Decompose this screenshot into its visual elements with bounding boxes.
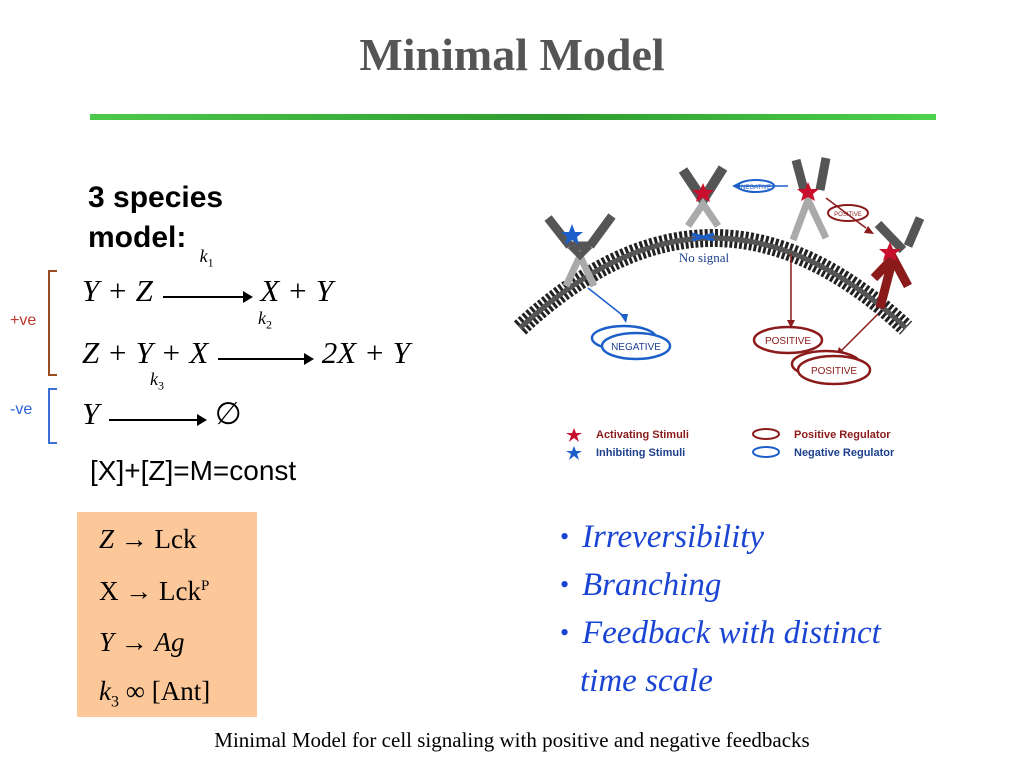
inhibiting-star-icon: [561, 224, 583, 245]
mapping-row-z: Z → Lck: [99, 524, 197, 554]
svg-text:NEGATIVE: NEGATIVE: [611, 342, 661, 353]
reaction-3-rate: k3: [150, 368, 164, 393]
activating-star-icon: [692, 183, 714, 202]
activating-star-icon: [879, 242, 901, 261]
svg-text:NEGATIVE: NEGATIVE: [741, 185, 771, 191]
species-mapping-box: Z → Lck X → LckP Y → Ag k3 ∞ [Ant]: [77, 512, 257, 717]
positive-regulator-icon: [752, 428, 780, 440]
negative-regulator-icon: [752, 446, 780, 458]
reaction-3: Y k3 ∅: [82, 369, 242, 435]
positive-regulator: POSITIVE POSITIVE: [752, 325, 872, 386]
mapping-row-y: Y → Ag: [99, 627, 185, 657]
bullet-dot-icon: •: [560, 570, 570, 599]
bullet-item: •Feedback with distinct: [560, 609, 1000, 657]
cell-membrane: [513, 229, 913, 335]
inhibiting-star-icon: [566, 446, 582, 460]
red-signal-arrow: [841, 313, 879, 351]
figure-caption: Minimal Model for cell signaling with po…: [214, 728, 810, 752]
reaction-2-rate: k2: [258, 307, 273, 332]
legend-activating: Activating Stimuli: [596, 429, 689, 441]
reaction-2: Z + Y + X k2 2X + Y: [82, 308, 410, 374]
reaction-1-rhs: X + Y: [260, 273, 334, 308]
mapping-row-x: X → LckP: [99, 576, 210, 606]
reaction-1-lhs: Y + Z: [82, 273, 153, 308]
bullet-item: •Irreversibility: [560, 513, 1000, 561]
reaction-arrow-icon: [218, 352, 315, 365]
reaction-2-rhs: 2X + Y: [321, 335, 410, 370]
receptor-blocked: [678, 165, 728, 242]
receptor-active: [870, 216, 925, 310]
blue-signal-arrow: [587, 287, 627, 319]
legend-negative-regulator: Negative Regulator: [794, 447, 895, 459]
negative-feedback-tag: NEGATIVE: [732, 179, 788, 193]
reaction-arrow-icon: [109, 413, 207, 426]
reaction-3-lhs: Y: [82, 396, 100, 431]
negative-regulator: NEGATIVE: [590, 324, 672, 361]
diagram-legend: Activating Stimuli Inhibiting Stimuli Po…: [566, 428, 895, 460]
reaction-1: Y + Z k1 X + Y: [82, 246, 334, 312]
title-underline: [90, 114, 936, 120]
svg-text:POSITIVE: POSITIVE: [765, 336, 811, 347]
reaction-3-rhs: ∅: [214, 396, 242, 431]
legend-inhibiting: Inhibiting Stimuli: [596, 447, 685, 459]
receptor-left: [544, 213, 616, 288]
positive-feedback-tag: POSITIVE: [825, 197, 874, 234]
cell-signaling-diagram: NEGATIVE POSITIVE No signal NEGATIVE POS…: [513, 157, 925, 460]
species-heading: 3 species model:: [88, 181, 224, 254]
reaction-arrow-icon: [162, 290, 253, 303]
conservation-law: [X]+[Z]=M=const: [90, 455, 297, 486]
receptor-right: [789, 157, 831, 242]
activating-star-icon: [797, 182, 819, 201]
bullet-item: •Branching: [560, 561, 1000, 609]
svg-text:POSITIVE: POSITIVE: [811, 366, 857, 377]
bullet-dot-icon: •: [560, 618, 570, 647]
reaction-1-rate: k1: [199, 245, 214, 270]
no-signal-label: No signal: [679, 250, 730, 265]
negative-feedback-bracket: [48, 388, 57, 444]
positive-feedback-bracket: [48, 270, 57, 376]
key-properties-list: •Irreversibility •Branching •Feedback wi…: [560, 513, 1000, 705]
activating-star-icon: [566, 428, 582, 442]
legend-positive-regulator: Positive Regulator: [794, 429, 891, 441]
bullet-item-continuation: time scale: [580, 663, 713, 699]
bullet-dot-icon: •: [560, 522, 570, 551]
negative-feedback-label: -ve: [10, 401, 33, 418]
slide-title: Minimal Model: [359, 29, 665, 80]
mapping-row-k3: k3 ∞ [Ant]: [99, 676, 211, 711]
reaction-2-lhs: Z + Y + X: [82, 335, 209, 370]
positive-feedback-label: +ve: [10, 312, 37, 329]
